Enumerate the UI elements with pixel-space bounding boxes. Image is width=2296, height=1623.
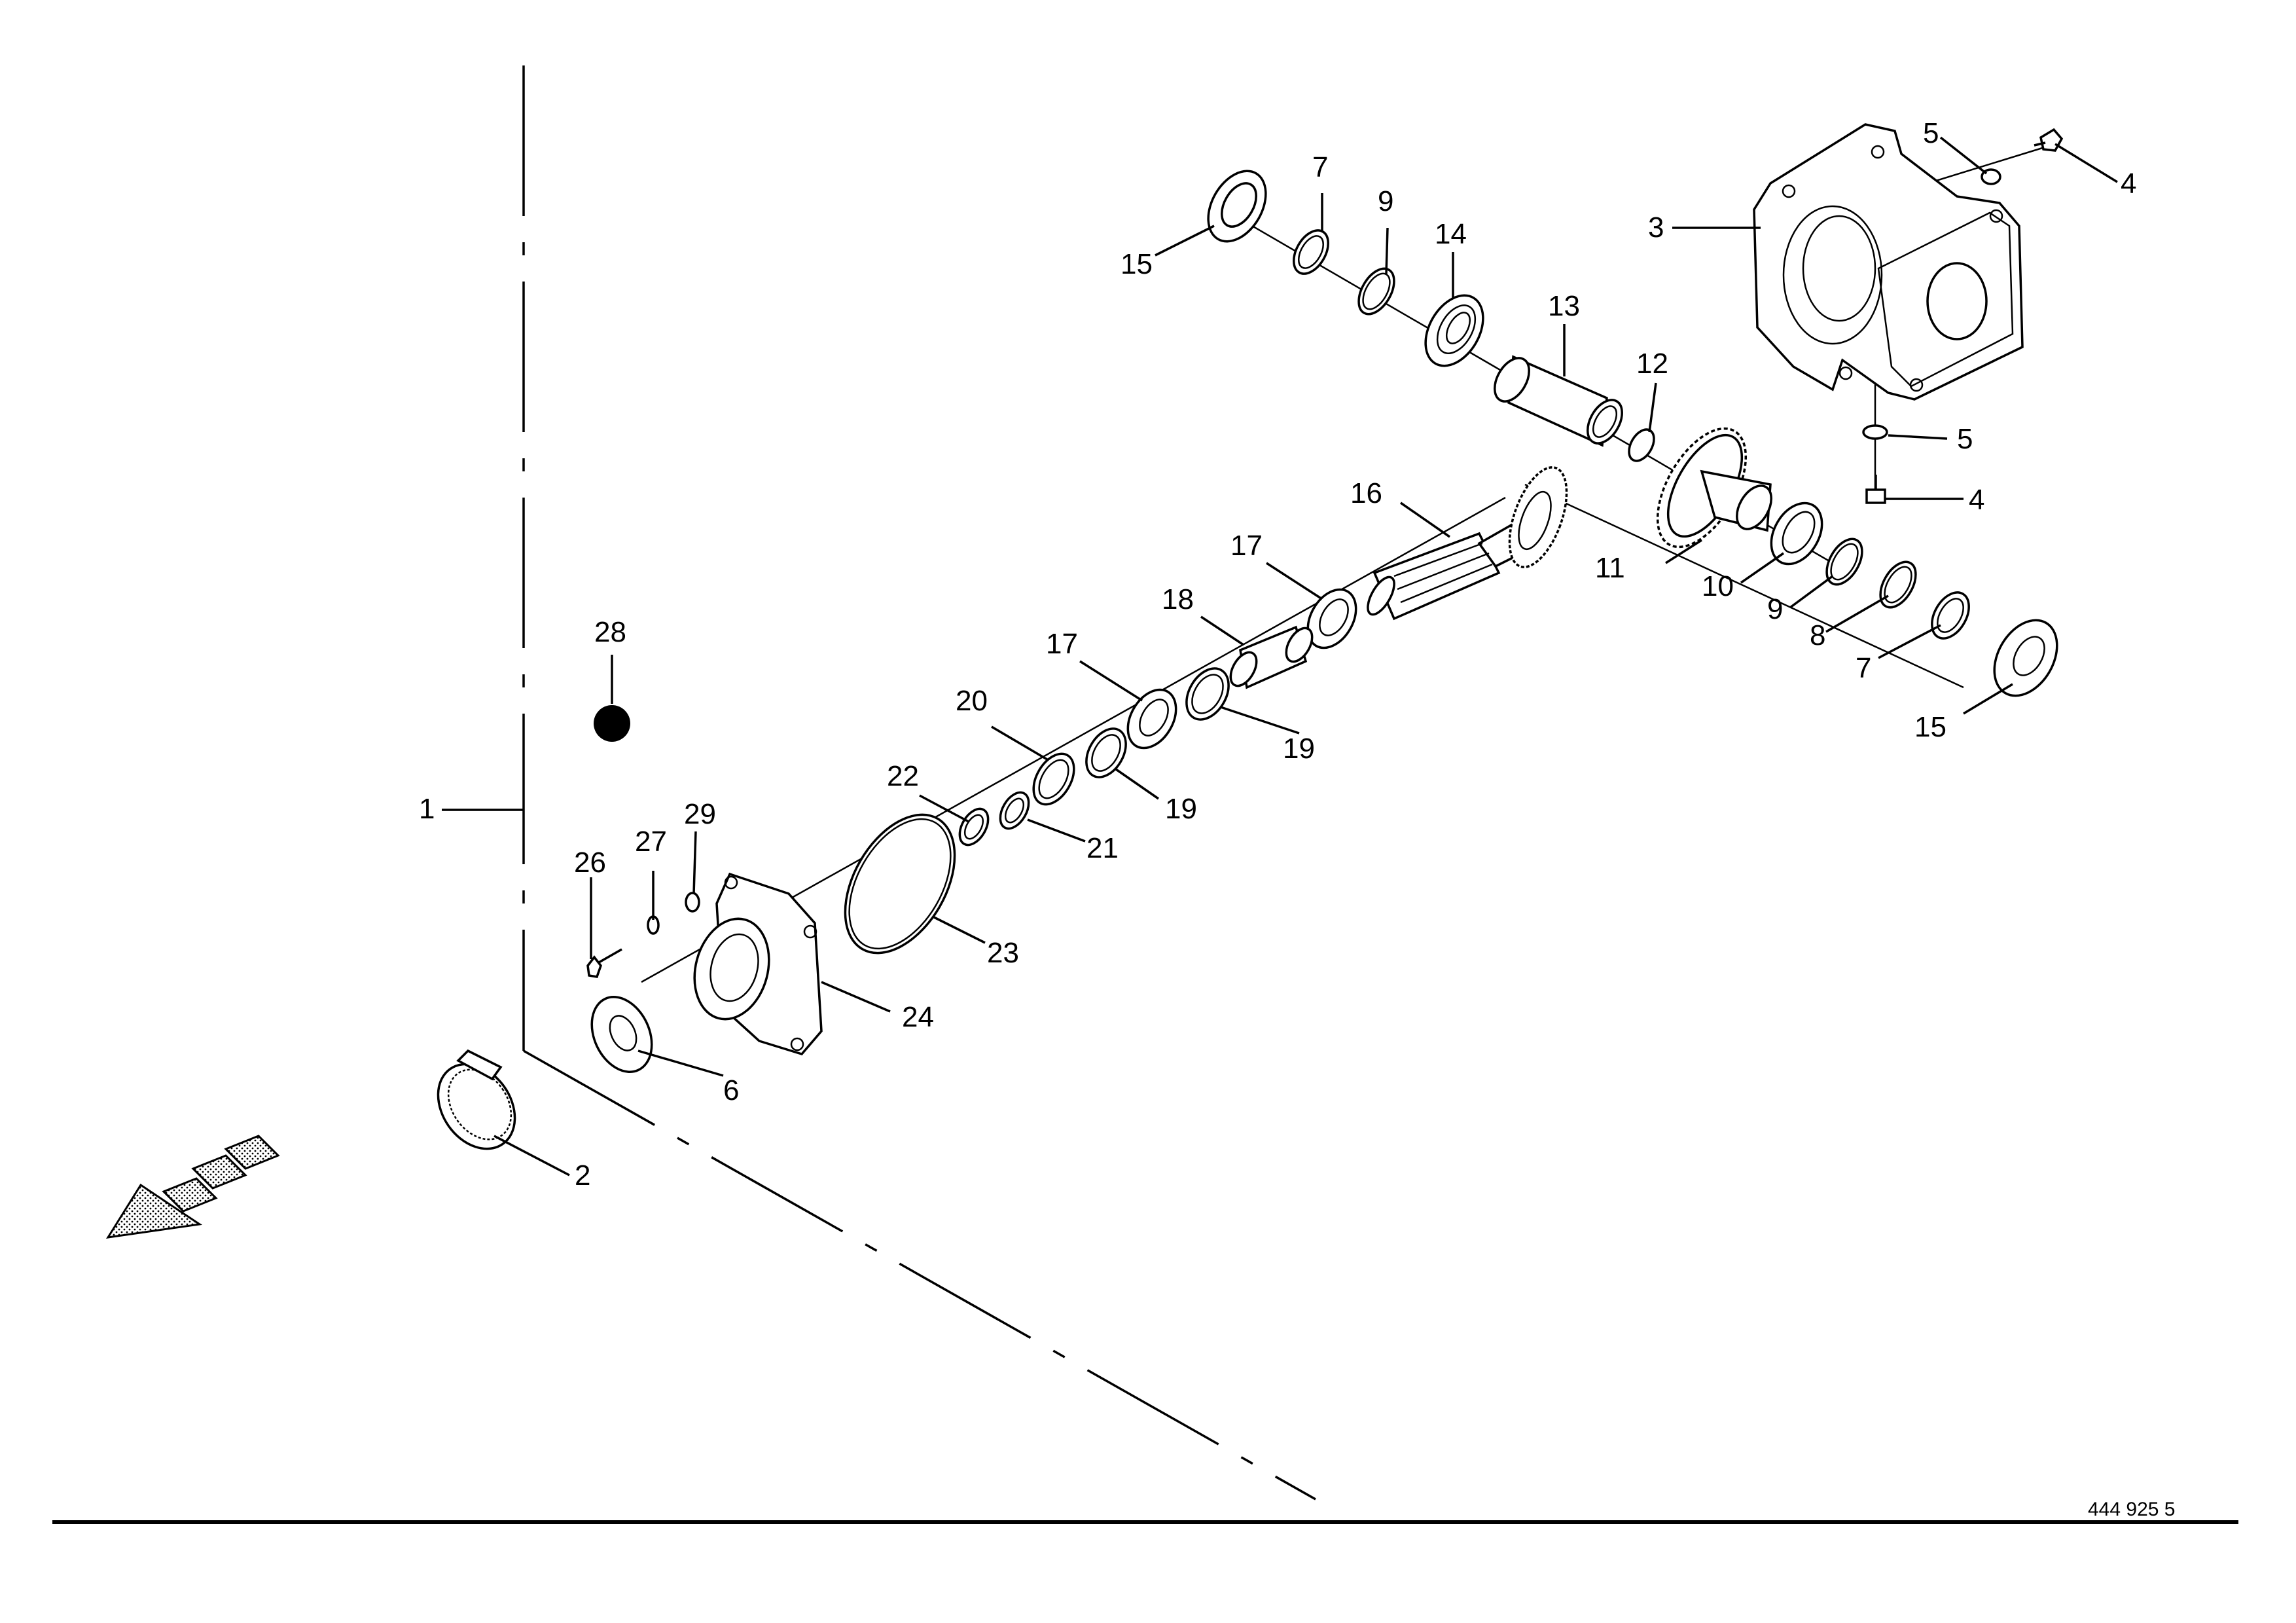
part-3-gearbox-housing bbox=[1753, 123, 2024, 401]
part-5-washer-right bbox=[1862, 424, 1888, 440]
callout-8: 8 bbox=[1810, 619, 1825, 651]
callout-9-upper: 9 bbox=[1378, 185, 1393, 217]
part-6-seal bbox=[590, 996, 653, 1073]
callout-12: 12 bbox=[1636, 348, 1668, 380]
part-28-grease-dot bbox=[594, 705, 630, 742]
callout-19-upper: 19 bbox=[1283, 733, 1315, 765]
part-9-shim-upper bbox=[1357, 267, 1395, 316]
callout-13: 13 bbox=[1548, 290, 1580, 322]
part-9-shim-lower bbox=[1825, 538, 1863, 586]
callout-23: 23 bbox=[987, 937, 1019, 969]
part-4-bolt-top bbox=[2034, 128, 2064, 152]
callout-16: 16 bbox=[1350, 477, 1382, 509]
callout-9-lower: 9 bbox=[1767, 593, 1783, 625]
callout-26: 26 bbox=[574, 847, 606, 879]
callout-17-lower: 17 bbox=[1046, 628, 1078, 660]
part-23-o-ring bbox=[844, 813, 956, 955]
direction-arrow-icon bbox=[106, 1135, 280, 1239]
part-21-ring bbox=[999, 791, 1030, 830]
callout-6: 6 bbox=[723, 1074, 739, 1106]
callout-18: 18 bbox=[1162, 583, 1194, 615]
part-7-circlip-upper bbox=[1293, 229, 1329, 275]
callout-5-right: 5 bbox=[1957, 423, 1973, 455]
part-19-circlip-lower bbox=[1085, 727, 1127, 778]
callout-15-lower: 15 bbox=[1914, 711, 1946, 743]
callout-19-lower: 19 bbox=[1165, 793, 1197, 825]
part-10-bearing bbox=[1770, 501, 1823, 566]
callout-24: 24 bbox=[902, 1001, 934, 1033]
callout-20: 20 bbox=[956, 685, 988, 717]
callout-1: 1 bbox=[419, 793, 435, 825]
callout-3: 3 bbox=[1648, 211, 1664, 244]
callout-14: 14 bbox=[1435, 218, 1467, 250]
callout-22: 22 bbox=[887, 760, 919, 792]
callout-11: 11 bbox=[1595, 552, 1625, 584]
part-15-seal-lower bbox=[1993, 619, 2058, 697]
callout-15-upper: 15 bbox=[1121, 248, 1153, 280]
part-24-bearing-cover bbox=[693, 872, 823, 1056]
part-29-washer bbox=[685, 892, 700, 913]
assembly-boundary-line bbox=[522, 65, 1316, 1501]
callout-27: 27 bbox=[635, 826, 667, 858]
leader-lines bbox=[442, 136, 2118, 1176]
callout-4-top: 4 bbox=[2121, 168, 2136, 200]
part-18-spacer bbox=[1229, 625, 1314, 689]
part-20-shim bbox=[1032, 752, 1075, 806]
callout-7-lower: 7 bbox=[1856, 652, 1871, 684]
part-4-bolt-right bbox=[1865, 475, 1886, 504]
part-8-shim bbox=[1879, 560, 1917, 609]
drawing-number: 444 925 5 bbox=[2088, 1499, 2175, 1520]
part-26-bolt bbox=[586, 948, 622, 978]
callout-17-upper: 17 bbox=[1230, 530, 1263, 562]
callout-21: 21 bbox=[1086, 832, 1119, 864]
part-16-drive-shaft bbox=[1367, 466, 1568, 621]
callout-2: 2 bbox=[575, 1159, 590, 1192]
callout-labels: 1 2 3 4 4 5 5 6 7 7 8 9 9 10 11 12 13 14… bbox=[419, 117, 2136, 1192]
part-2-hose-clamp bbox=[437, 1049, 516, 1150]
part-19-circlip-upper bbox=[1185, 667, 1230, 721]
callout-28: 28 bbox=[594, 616, 626, 648]
part-13-sleeve bbox=[1494, 355, 1623, 447]
part-17-bearing-upper bbox=[1306, 588, 1357, 649]
callout-10: 10 bbox=[1702, 570, 1734, 602]
callout-5-top: 5 bbox=[1923, 117, 1939, 149]
part-11-bevel-gear bbox=[1656, 427, 1772, 549]
part-22-ring bbox=[958, 807, 990, 847]
part-15-seal-upper bbox=[1207, 170, 1267, 243]
part-7-circlip-lower bbox=[1931, 591, 1970, 640]
callout-4-right: 4 bbox=[1969, 484, 1984, 516]
callout-7-upper: 7 bbox=[1312, 151, 1328, 183]
part-14-bearing bbox=[1424, 294, 1484, 367]
callout-29: 29 bbox=[684, 798, 716, 830]
part-17-bearing-lower bbox=[1126, 688, 1177, 750]
